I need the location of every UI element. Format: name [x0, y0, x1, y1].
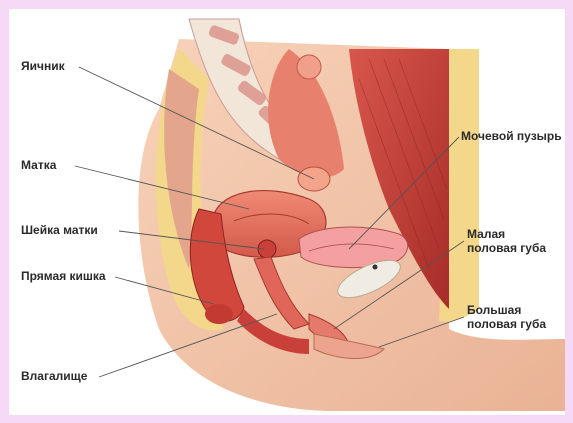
anatomy-illustration: [9, 9, 565, 415]
label-labia-majora-1: Большая: [467, 303, 521, 317]
label-bladder: Мочевой пузырь: [461, 129, 562, 143]
label-rectum: Прямая кишка: [21, 269, 106, 283]
label-uterus: Матка: [21, 158, 56, 172]
label-ovary: Яичник: [21, 59, 65, 73]
label-labia-minora-2: половая губа: [467, 241, 546, 255]
diagram-canvas: Яичник Матка Шейка матки Прямая кишка Вл…: [9, 9, 565, 415]
label-vagina: Влагалище: [21, 369, 87, 383]
label-cervix: Шейка матки: [21, 223, 98, 237]
label-labia-majora-2: половая губа: [467, 317, 546, 331]
label-labia-minora-1: Малая: [467, 227, 505, 241]
